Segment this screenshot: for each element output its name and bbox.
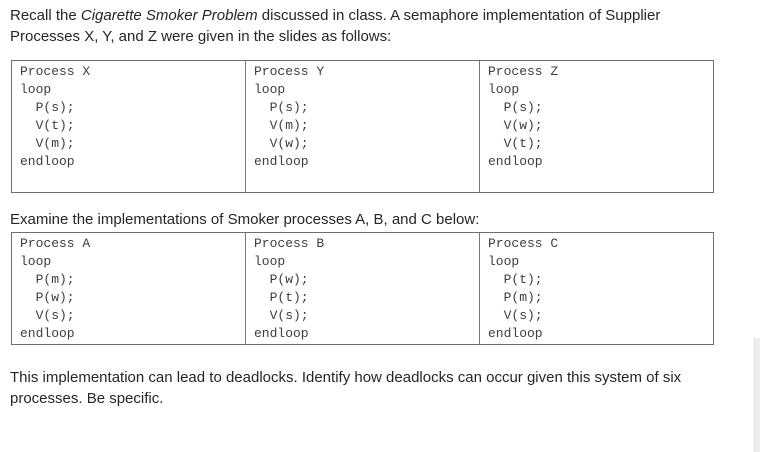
intro-text-pre: Recall the [10, 7, 81, 24]
problem-title-italic: Cigarette Smoker Problem [80, 7, 258, 24]
question-paragraph: This implementation can lead to deadlock… [10, 369, 682, 407]
process-z-code: Process Z loop P(s); V(w); V(t); endloop [479, 61, 713, 192]
examine-instruction: Examine the implementations of Smoker pr… [10, 211, 480, 228]
process-b-code: Process B loop P(w); P(t); V(s); endloop [245, 233, 479, 344]
process-a-code: Process A loop P(m); P(w); V(s); endloop [20, 236, 91, 341]
smoker-processes-table: Process A loop P(m); P(w); V(s); endloop… [11, 232, 714, 345]
process-x-code: Process X loop P(s); V(t); V(m); endloop [20, 64, 91, 169]
process-c-code: Process C loop P(t); P(m); V(s); endloop [479, 233, 713, 344]
process-y-code: Process Y loop P(s); V(m); V(w); endloop [245, 61, 479, 192]
intro-paragraph: Recall the Cigarette Smoker Problem disc… [10, 5, 760, 47]
intro-text-post: discussed in class. A semaphore implemen… [257, 7, 661, 24]
intro-line-2: Processes X, Y, and Z were given in the … [10, 28, 392, 45]
document-page: Recall the Cigarette Smoker Problem disc… [10, 5, 760, 407]
supplier-processes-table: Process X loop P(s); V(t); V(m); endloop… [11, 60, 714, 193]
intro-line-1: Recall the Cigarette Smoker Problem disc… [10, 5, 760, 26]
scrollbar-track[interactable] [754, 338, 760, 452]
